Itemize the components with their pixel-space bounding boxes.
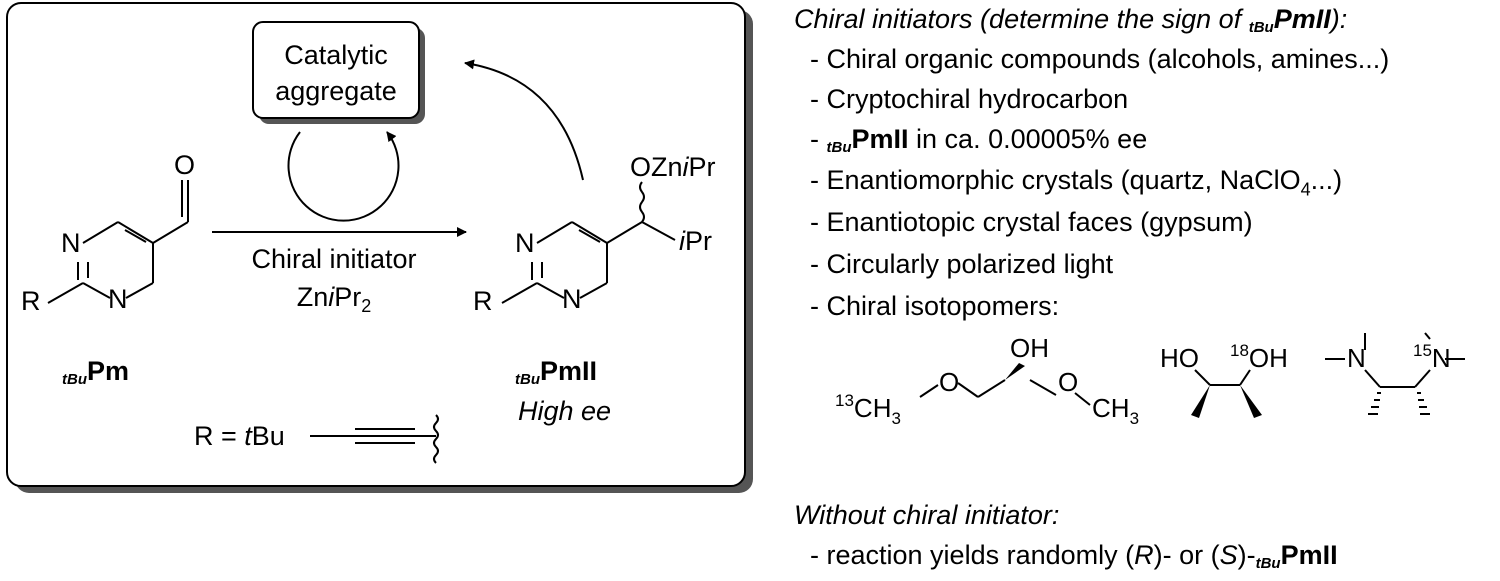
without-heading: Without chiral initiator: bbox=[794, 500, 1060, 530]
without-prefix: tBu bbox=[1255, 555, 1281, 572]
initiators-heading-text: Chiral initiators (determine the sign of bbox=[794, 4, 1249, 34]
reactant-structure bbox=[47, 180, 189, 304]
item3-rest: in ca. 0.00005% ee bbox=[908, 124, 1148, 154]
without-S: S bbox=[1219, 540, 1238, 570]
product-note: High ee bbox=[518, 396, 611, 426]
iso1-O-right: O bbox=[1058, 367, 1078, 397]
iso1-OH: OH bbox=[1010, 333, 1049, 363]
product-label: tBuPmII bbox=[515, 356, 597, 388]
reaction-scheme: Catalytic aggregate Chiral initiator Zni… bbox=[6, 2, 753, 493]
reactant-O: O bbox=[174, 150, 195, 180]
initiator-item-2: - Cryptochiral hydrocarbon bbox=[810, 84, 1129, 114]
initiator-item-5: - Enantiotopic crystal faces (gypsum) bbox=[810, 207, 1253, 237]
item3-prefix: tBu bbox=[826, 139, 852, 156]
catalytic-box-line2: aggregate bbox=[275, 76, 397, 106]
item3-dash: - bbox=[810, 124, 827, 154]
iso3-15N: 15N bbox=[1413, 341, 1451, 373]
iso2-18OH: 18OH bbox=[1230, 341, 1288, 373]
product-N1: N bbox=[515, 228, 535, 258]
initiator-item-1: - Chiral organic compounds (alcohols, am… bbox=[810, 44, 1390, 74]
r-definition: R = tBu bbox=[194, 421, 285, 451]
reactant-label: tBuPm bbox=[62, 356, 129, 388]
product-OZniPr: OZniPr bbox=[630, 152, 716, 182]
product-iPr: iPr bbox=[679, 226, 712, 256]
without-text-c: )- bbox=[1237, 540, 1256, 570]
isotopomer-2: HO 18OH bbox=[1160, 341, 1288, 418]
initiator-item-4: - Enantiomorphic crystals (quartz, NaClO… bbox=[810, 165, 1342, 200]
arrow-label-bottom: ZniPr2 bbox=[297, 282, 372, 316]
iso2-HO: HO bbox=[1160, 343, 1199, 373]
without-text-a: - reaction yields randomly ( bbox=[810, 540, 1135, 570]
iso1-O-left: O bbox=[939, 367, 959, 397]
without-compound: PmII bbox=[1280, 540, 1338, 570]
item4-end: ...) bbox=[1310, 165, 1343, 195]
alkyne-substituent bbox=[310, 414, 439, 464]
reactant-R: R bbox=[21, 286, 41, 316]
isotopomer-1: 13CH3 O OH O CH3 bbox=[835, 333, 1139, 428]
product-structure bbox=[501, 181, 676, 304]
product-R: R bbox=[473, 286, 493, 316]
reactant-N2: N bbox=[108, 284, 128, 314]
arrow-label-top: Chiral initiator bbox=[251, 244, 416, 274]
item3-compound: PmII bbox=[851, 124, 909, 154]
without-R: R bbox=[1134, 540, 1154, 570]
without-item: - reaction yields randomly (R)- or (S)-t… bbox=[810, 540, 1338, 572]
cycle-arc bbox=[287, 131, 400, 222]
iso1-right: CH3 bbox=[1092, 393, 1139, 428]
product-N2: N bbox=[562, 284, 582, 314]
isotopomer-3: N 15N bbox=[1325, 332, 1465, 415]
isotopomer-structures: 13CH3 O OH O CH3 HO 18OH N 15N bbox=[835, 332, 1465, 428]
catalytic-box bbox=[252, 21, 420, 119]
initiators-heading: Chiral initiators (determine the sign of… bbox=[794, 4, 1347, 36]
initiator-item-7: - Chiral isotopomers: bbox=[810, 291, 1060, 321]
initiator-item-6: - Circularly polarized light bbox=[810, 249, 1114, 279]
return-arrow bbox=[464, 59, 584, 181]
iso1-left: 13CH3 bbox=[835, 391, 901, 428]
catalytic-box-line1: Catalytic bbox=[284, 40, 388, 70]
initiator-item-3: - tBuPmII in ca. 0.00005% ee bbox=[810, 124, 1147, 156]
initiators-heading-end: ): bbox=[1330, 4, 1348, 34]
initiators-heading-compound: PmII bbox=[1273, 4, 1331, 34]
iso3-N: N bbox=[1347, 343, 1366, 373]
initiators-heading-prefix: tBu bbox=[1248, 19, 1274, 36]
without-text-b: )- or ( bbox=[1153, 540, 1220, 570]
item4-text: - Enantiomorphic crystals (quartz, NaClO bbox=[810, 165, 1301, 195]
reactant-N1: N bbox=[61, 228, 81, 258]
item4-subscript: 4 bbox=[1300, 179, 1311, 200]
